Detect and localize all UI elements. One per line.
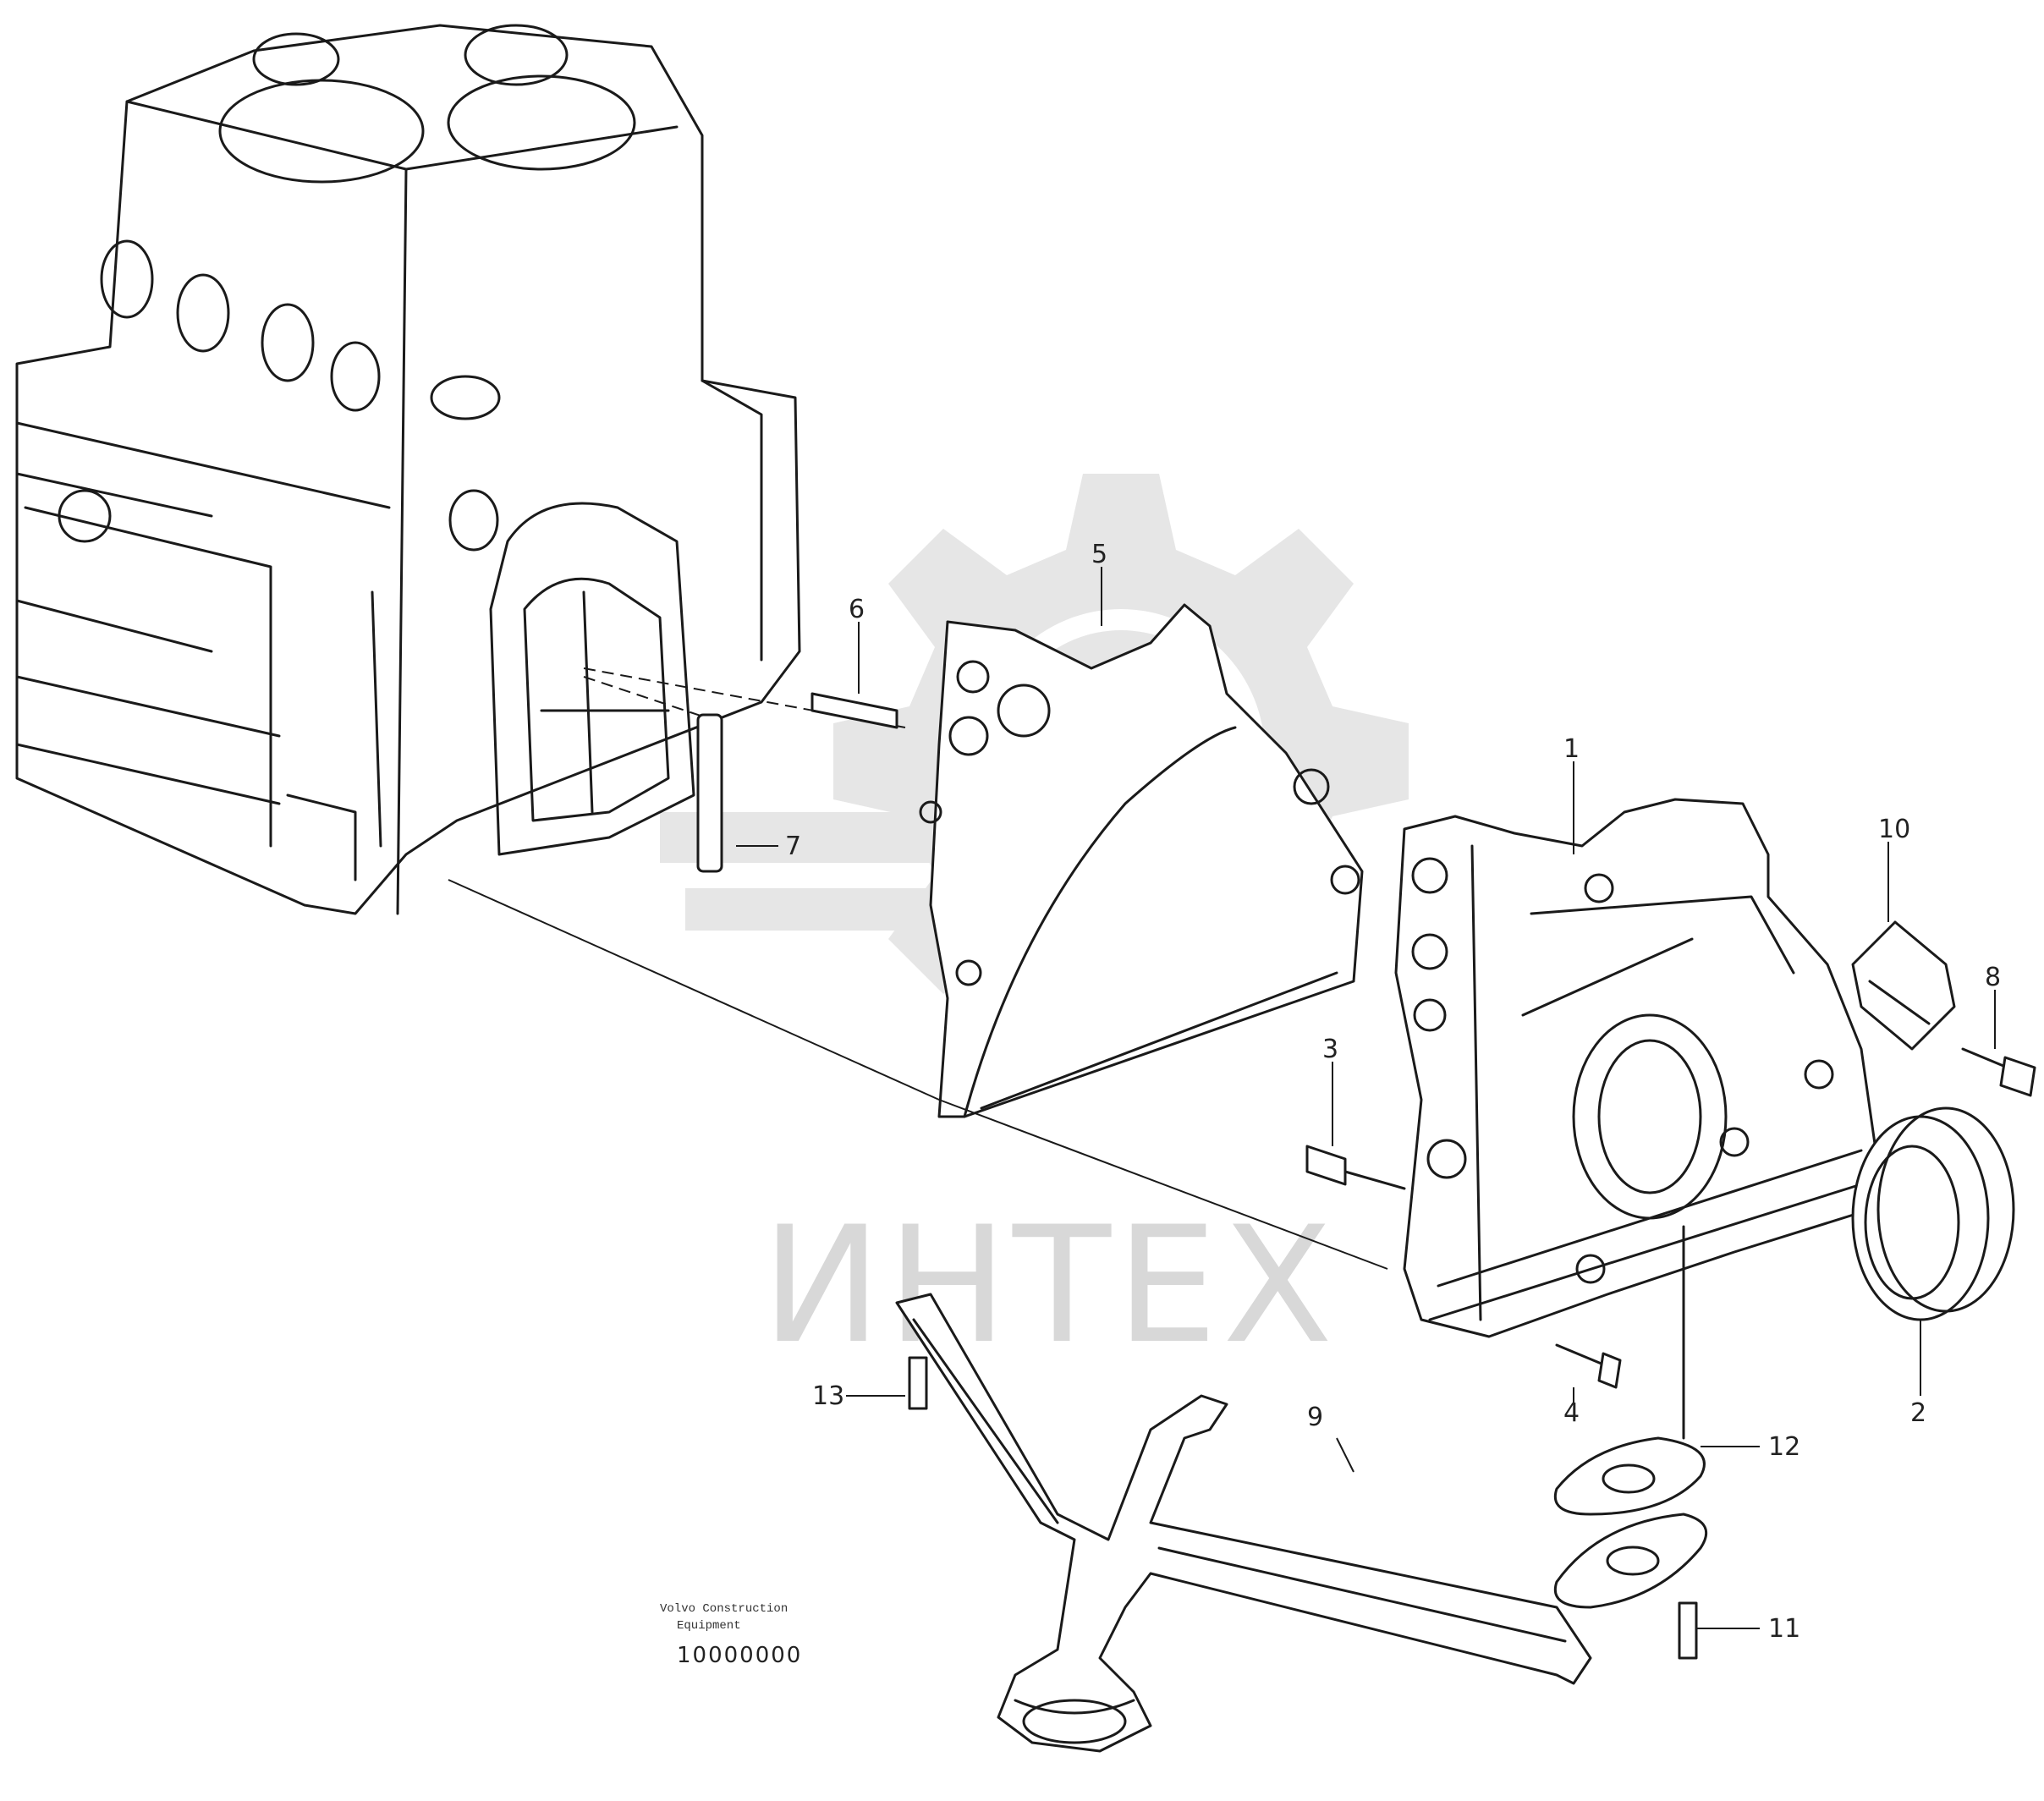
- callout-12: 12: [1768, 1432, 1800, 1462]
- callout-7: 7: [785, 832, 801, 861]
- part-4-bolt: [1555, 1343, 1622, 1389]
- part-8-bolt-right: [1961, 1047, 2036, 1097]
- callout-8-right: 8: [1985, 963, 2001, 992]
- part-1-timing-cover: [1394, 798, 1880, 1338]
- part-3-bolt: [1305, 1145, 1406, 1190]
- part-9-bracket: [1851, 920, 1956, 1051]
- part-5-plate: [919, 603, 1364, 1118]
- part-6-pin: [810, 692, 898, 729]
- callout-9: 10: [1878, 815, 1910, 844]
- callout-13: 13: [812, 1381, 844, 1411]
- part-11-bolt: [1678, 1601, 1698, 1660]
- part-2-seal: [1851, 1106, 2015, 1321]
- part-7-pin: [696, 713, 723, 873]
- drawing-code-line1: Volvo Construction: [660, 1602, 788, 1616]
- part-12-gasket: [1554, 1225, 1708, 1609]
- drawing-code-number: 10000000: [677, 1643, 802, 1668]
- assembly-line: [448, 879, 1388, 1270]
- part-13-bolt: [908, 1356, 928, 1410]
- drawing-code: Volvo Construction Equipment 10000000: [660, 1602, 802, 1668]
- leader-lines: [736, 567, 1996, 1629]
- callout-10: 9: [1307, 1403, 1323, 1432]
- callout-11: 11: [1768, 1614, 1800, 1644]
- part-10-oil-pickup-tube: [895, 1293, 1592, 1753]
- engine-block: [15, 24, 801, 915]
- callout-2: 2: [1910, 1398, 1926, 1428]
- callout-5: 5: [1091, 540, 1107, 569]
- callout-1: 1: [1563, 734, 1580, 764]
- callout-4: 4: [1563, 1398, 1580, 1428]
- watermark-text: ИНТЕХ: [761, 1192, 1338, 1379]
- callout-3: 3: [1322, 1035, 1338, 1064]
- dowel-axis-line-lower: [583, 676, 712, 720]
- callout-6: 6: [849, 595, 865, 624]
- drawing-code-line2: Equipment: [677, 1619, 741, 1633]
